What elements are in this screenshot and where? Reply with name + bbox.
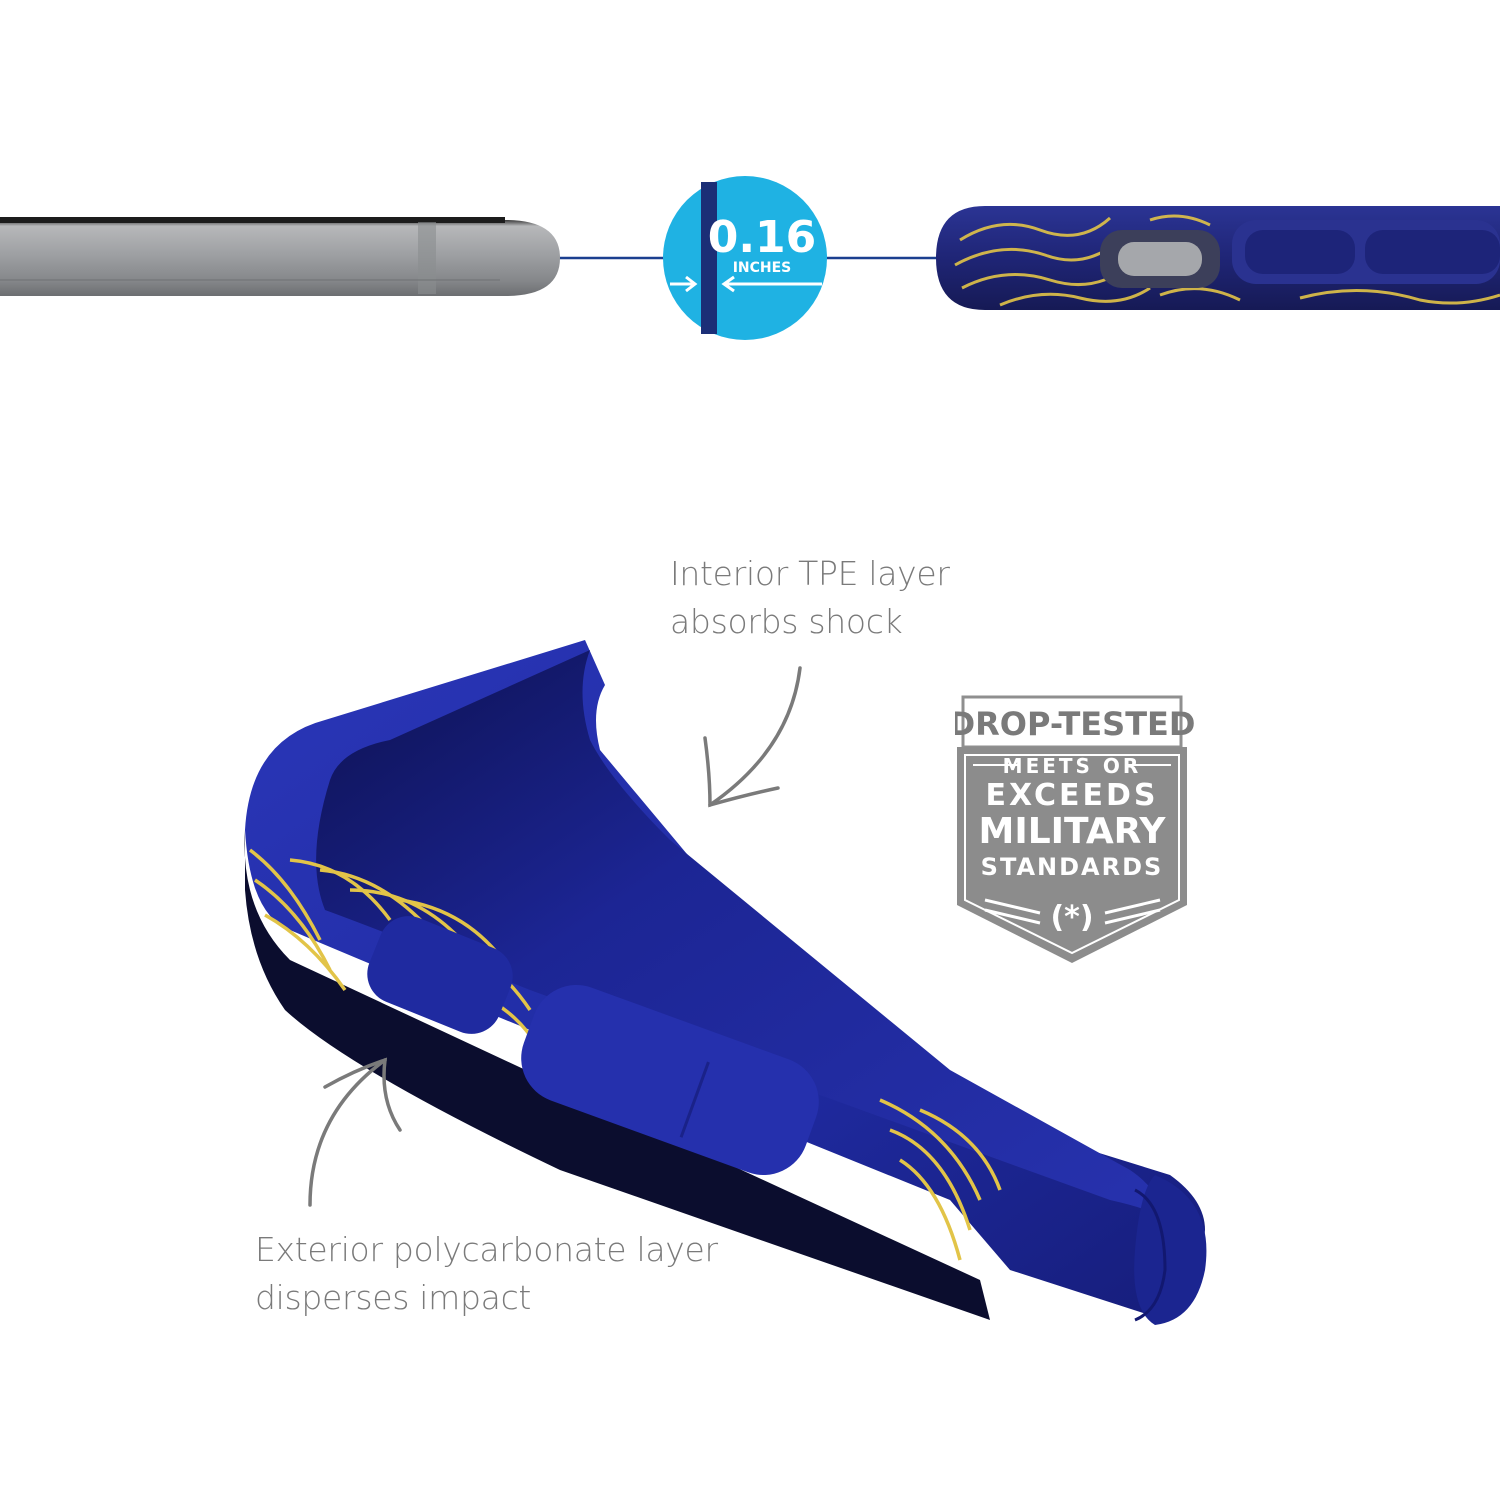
case-edge-icon <box>936 206 1500 310</box>
interior-callout-line2: absorbs shock <box>670 602 903 641</box>
badge-line1: MEETS OR <box>1003 754 1142 778</box>
badge-line2: EXCEEDS <box>985 778 1158 813</box>
exterior-callout-line1: Exterior polycarbonate layer <box>255 1230 718 1269</box>
curved-arrow-icon <box>703 666 802 808</box>
thickness-badge: 0.16 INCHES <box>663 176 827 340</box>
badge-header: DROP-TESTED <box>955 705 1195 743</box>
exterior-layer-callout: Exterior polycarbonate layer disperses i… <box>255 1226 718 1322</box>
exterior-callout-line2: disperses impact <box>255 1278 532 1317</box>
badge-line4: STANDARDS <box>981 853 1164 881</box>
curved-arrow-icon <box>308 1057 402 1207</box>
thickness-comparison: 0.16 INCHES <box>0 170 1500 360</box>
thickness-unit: INCHES <box>733 260 792 276</box>
badge-line3: MILITARY <box>979 811 1167 852</box>
drop-tested-badge: DROP-TESTED MEETS OR EXCEEDS MILITARY ST… <box>949 695 1195 965</box>
thickness-value: 0.16 <box>708 212 817 263</box>
interior-layer-callout: Interior TPE layer absorbs shock <box>670 550 950 646</box>
interior-callout-line1: Interior TPE layer <box>670 554 950 593</box>
thickness-comparison-graphic: 0.16 INCHES <box>0 176 1500 340</box>
shield-icon: DROP-TESTED MEETS OR EXCEEDS MILITARY ST… <box>949 695 1195 963</box>
case-cutaway <box>230 630 1230 1350</box>
arrow-right-icon <box>670 275 698 293</box>
badge-emblem: (*) <box>1050 900 1093 935</box>
arrow-left-icon <box>721 275 822 293</box>
case-cutaway-graphic <box>244 640 1207 1325</box>
phone-edge-icon <box>0 217 560 296</box>
